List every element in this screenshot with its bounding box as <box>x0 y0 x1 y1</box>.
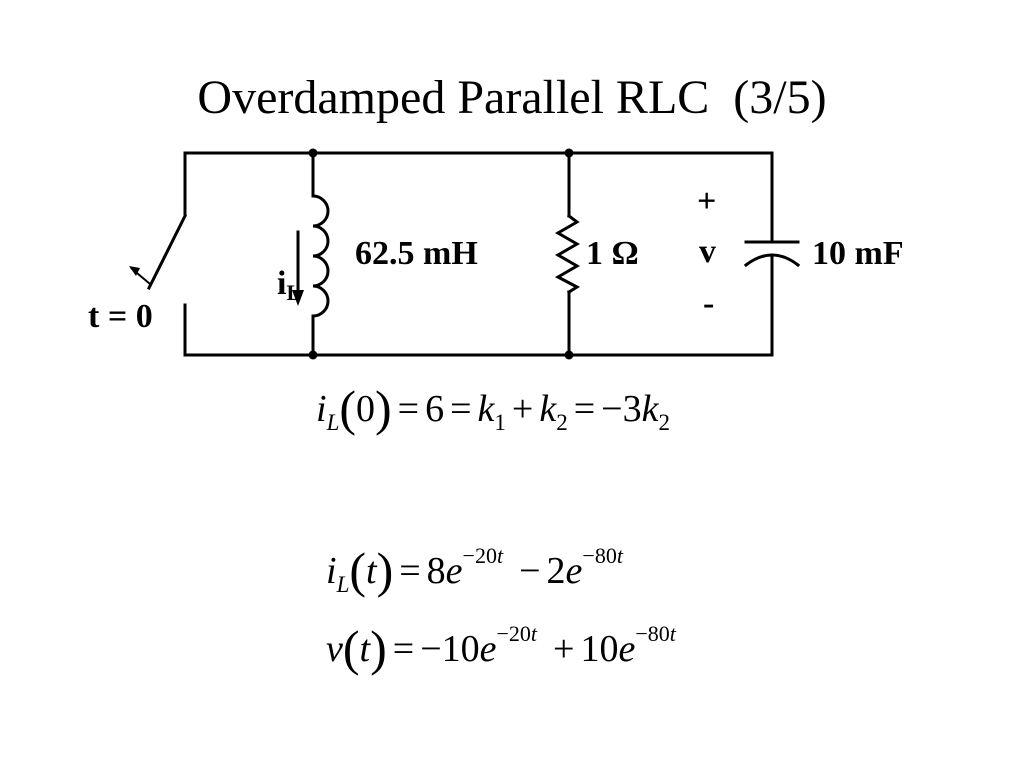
inductor-coil <box>311 194 330 318</box>
equation-voltage: v(t)=−10e−20t+10e−80t <box>326 620 676 676</box>
eq1-k2-sub: 2 <box>556 410 568 435</box>
node-dot <box>564 148 574 158</box>
eq2-lhs-var: i <box>326 550 337 592</box>
eq2-coeff-1: 8 <box>426 550 446 592</box>
switch-arrow-head <box>129 266 140 276</box>
eq1-equals: = <box>397 388 420 430</box>
eq3-coeff-1: −10 <box>420 628 480 670</box>
eq2-equals: = <box>399 550 421 592</box>
eq3-exp-base-2: e <box>618 628 636 670</box>
eq2-minus: − <box>519 550 541 592</box>
current-label-main: i <box>277 265 287 302</box>
eq2-lhs-arg: t <box>366 550 377 592</box>
eq1-equals-3: = <box>573 388 596 430</box>
node-dot <box>308 350 318 360</box>
eq1-lhs-sub: L <box>326 410 340 435</box>
eq1-k2: k <box>539 388 557 430</box>
eq3-lhs-var: v <box>326 628 343 670</box>
eq3-coeff-2: 10 <box>580 628 619 670</box>
switch-blade <box>146 213 188 291</box>
eq3-exp-base-1: e <box>479 628 497 670</box>
voltage-label: v <box>699 233 716 270</box>
capacitor-value-label: 10 mF <box>812 235 904 272</box>
resistor-value-label: 1 Ω <box>586 235 639 272</box>
voltage-plus-sign: + <box>697 183 717 220</box>
resistor-zigzag <box>554 213 581 295</box>
eq3-exp-power-1: −20 <box>496 621 531 646</box>
inductor-value-label: 62.5 mH <box>355 235 478 272</box>
eq2-exp-base-2: e <box>565 550 583 592</box>
eq3-exp-power-2: −80 <box>635 621 670 646</box>
switch-label: t = 0 <box>88 298 153 335</box>
eq2-exp-power-1: −20 <box>462 543 497 568</box>
eq3-exp-var-2: t <box>669 621 676 646</box>
node-dot <box>564 350 574 360</box>
eq1-lhs-var: i <box>316 388 327 430</box>
eq2-lhs-sub: L <box>336 572 350 597</box>
eq3-equals: = <box>392 628 415 670</box>
voltage-minus-sign: - <box>703 285 715 322</box>
eq3-plus: + <box>553 628 575 670</box>
eq1-value: 6 <box>425 388 445 430</box>
equation-initial-current: iL(0)=6=k1+k2=−3k2 <box>316 380 670 436</box>
equation-inductor-current: iL(t)=8e−20t−2e−80t <box>326 542 623 598</box>
eq1-plus: + <box>511 388 534 430</box>
eq1-k1-sub: 1 <box>494 410 506 435</box>
eq3-exp-var-1: t <box>530 621 538 646</box>
eq1-k3: k <box>641 388 659 430</box>
eq3-lhs-arg: t <box>359 628 371 670</box>
inductor-current-label: iL <box>260 224 301 313</box>
eq1-rhs-coeff: −3 <box>601 388 642 430</box>
eq1-lhs-arg: 0 <box>356 388 376 430</box>
eq2-exp-var-1: t <box>496 543 504 568</box>
node-dot <box>308 148 318 158</box>
eq1-k3-sub: 2 <box>658 410 670 435</box>
eq1-equals-2: = <box>450 388 472 430</box>
eq2-coeff-2: 2 <box>546 550 566 592</box>
current-arrow-head <box>292 290 304 306</box>
eq2-exp-base-1: e <box>445 550 463 592</box>
slide-title: Overdamped Parallel RLC (3/5) <box>197 71 827 124</box>
eq1-k1: k <box>477 388 495 430</box>
current-label-sub: L <box>286 280 302 305</box>
eq2-exp-var-2: t <box>616 543 623 568</box>
eq2-exp-power-2: −80 <box>582 543 617 568</box>
